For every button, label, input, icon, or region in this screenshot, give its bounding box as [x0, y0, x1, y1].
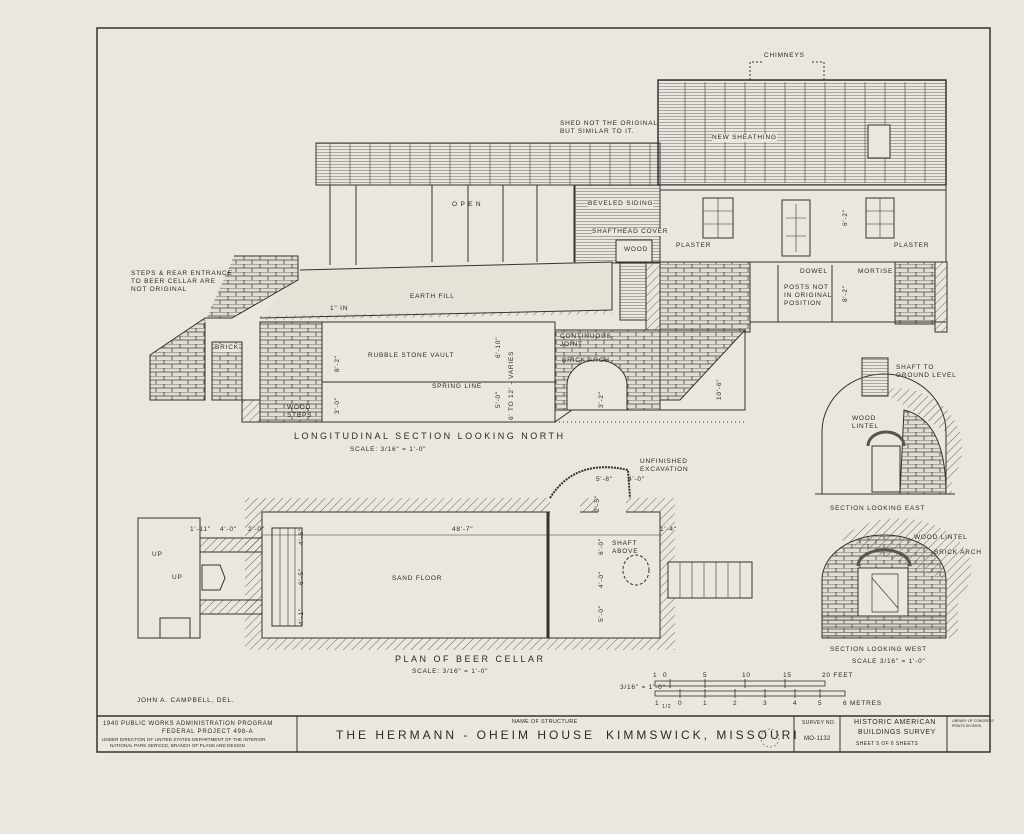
- earth-fill-label: EARTH FILL: [410, 293, 455, 300]
- chimneys-label: CHIMNEYS: [764, 52, 805, 59]
- dim-lower: 8'-2": [842, 285, 849, 302]
- feet-tick: 10: [742, 672, 751, 679]
- dim-wall: 3'-0": [334, 397, 341, 414]
- dim-shaft-r: 4'-0": [628, 476, 645, 483]
- dim-6-0: 6'-0": [598, 538, 605, 555]
- east-wood-lintel-label: WOOD LINTEL: [852, 415, 879, 430]
- west-wood-lintel-label: WOOD LINTEL: [914, 534, 968, 541]
- dim-vault: 8'-2": [334, 355, 341, 372]
- longitudinal-section: [149, 255, 747, 423]
- unfinished-excavation-label: UNFINISHED EXCAVATION: [640, 458, 689, 473]
- plaster-left-label: PLASTER: [676, 242, 712, 249]
- library-stamp: LIBRARY OF CONGRESS PRINTS DIVISION: [952, 719, 994, 728]
- west-brick-arch-label: BRICK ARCH: [934, 549, 982, 556]
- scale-bar: [654, 679, 846, 698]
- feet-tick: 1: [653, 672, 658, 679]
- dim-upper: 6'-2": [842, 209, 849, 226]
- location: KIMMSWICK, MISSOURI: [606, 728, 800, 742]
- dim-varies: 6' TO 12' - VARIES: [508, 350, 515, 420]
- sand-floor-label: SAND FLOOR: [392, 575, 443, 582]
- scale-ratio: 3/16" = 1'-0": [620, 684, 666, 691]
- feet-tick: 20 FEET: [822, 672, 854, 679]
- metre-tick: 3: [763, 700, 768, 707]
- dim-shaft-d: 2'-5": [594, 495, 601, 512]
- dim-vault2: 6'-10": [495, 336, 502, 358]
- program-line-3: UNDER DIRECTION OF UNITED STATES DEPARTM…: [102, 737, 266, 742]
- longitudinal-section-title: LONGITUDINAL SECTION LOOKING NORTH: [294, 431, 566, 441]
- survey-no: MO-1132: [804, 736, 831, 742]
- survey-no-label: SURVEY NO.: [802, 720, 836, 726]
- shed-note: SHED NOT THE ORIGINAL BUT SIMILAR TO IT.: [560, 120, 658, 135]
- metre-tick: 1/2: [662, 704, 672, 710]
- program-line-1: 1940 PUBLIC WORKS ADMINISTRATION PROGRAM: [103, 721, 273, 727]
- section-east-title: SECTION LOOKING EAST: [830, 505, 926, 512]
- metre-tick: 1: [703, 700, 708, 707]
- structure-name: THE HERMANN - OHEIM HOUSE: [336, 728, 596, 742]
- brick-label: BRICK: [215, 344, 239, 352]
- feet-tick: 5: [703, 672, 708, 679]
- dim-1-4: 1'-4": [660, 526, 677, 533]
- dim-shaft-w: 5'-8": [596, 476, 613, 483]
- delineator: JOHN A. CAMPBELL, DEL.: [137, 697, 235, 704]
- dim-arch: 3'-2": [598, 391, 605, 408]
- dim-4-1: 4'-1": [298, 608, 305, 625]
- continuous-joint-label: CONTINUOUS JOINT: [560, 333, 612, 348]
- dim-4-0b: 4'-0": [598, 571, 605, 588]
- section-west-title: SECTION LOOKING WEST: [830, 646, 927, 653]
- dim-4-6: 4'-6": [298, 528, 305, 545]
- dim-wall2: 5'-0": [495, 391, 502, 408]
- dim-2-0: 2'-0": [248, 526, 265, 533]
- dim-4-0: 4'-0": [220, 526, 237, 533]
- section-east: [815, 357, 963, 495]
- spring-line-label: SPRING LINE: [432, 383, 482, 390]
- up-label-1: UP: [152, 551, 163, 558]
- metre-tick: 2: [733, 700, 738, 707]
- section-west-scale: SCALE 3/16" = 1'-0": [852, 658, 926, 665]
- metre-tick: 1: [655, 700, 660, 707]
- sheet-border: [96, 27, 991, 753]
- plan-title: PLAN OF BEER CELLAR: [395, 654, 546, 664]
- name-of-structure-label: NAME OF STRUCTURE: [512, 719, 578, 725]
- metre-tick: 6 METRES: [843, 700, 882, 707]
- up-label-2: UP: [172, 574, 183, 581]
- rubble-stone-vault-label: RUBBLE STONE VAULT: [368, 352, 455, 359]
- plan: [137, 466, 753, 650]
- sheet-number: SHEET 5 OF 6 SHEETS: [856, 741, 919, 747]
- elevation: [315, 61, 948, 333]
- agency-line-2: BUILDINGS SURVEY: [858, 729, 936, 736]
- plan-scale: SCALE: 3/16" = 1'-0": [412, 668, 489, 675]
- beveled-siding-label: BEVELED SIDING: [588, 200, 654, 208]
- feet-tick: 0: [663, 672, 668, 679]
- posts-note: POSTS NOT IN ORIGINAL POSITION: [784, 284, 833, 307]
- dim-length: 48'-7": [452, 526, 474, 533]
- steps-note: STEPS & REAR ENTRANCE TO BEER CELLAR ARE…: [131, 270, 233, 293]
- feet-tick: 15: [783, 672, 792, 679]
- dim-slope: 10'-6": [716, 378, 723, 400]
- mortise-label: MORTISE: [858, 268, 894, 275]
- metre-tick: 4: [793, 700, 798, 707]
- program-line-4: NATIONAL PARK SERVICE, BRANCH OF PLANS A…: [110, 743, 246, 748]
- dim-6-5: 6'-5": [298, 568, 305, 585]
- section-west: [821, 518, 972, 639]
- plaster-right-label: PLASTER: [894, 242, 930, 249]
- open-label: O P E N: [452, 201, 482, 208]
- shaft-above-label: SHAFT ABOVE: [612, 540, 639, 555]
- brick-arch-label: BRICK ARCH: [562, 357, 610, 364]
- metre-tick: 0: [678, 700, 683, 707]
- fill-dim: 1" IN: [330, 305, 349, 312]
- agency-line-1: HISTORIC AMERICAN: [854, 719, 937, 726]
- shaft-to-ground-label: SHAFT TO GROUND LEVEL: [896, 364, 957, 379]
- new-sheathing-label: NEW SHEATHING: [712, 134, 777, 142]
- wood-steps-label: WOOD STEPS: [287, 404, 313, 419]
- dowel-label: DOWEL: [800, 268, 828, 275]
- metre-tick: 5: [818, 700, 823, 707]
- wood-label: WOOD: [624, 246, 649, 253]
- dim-1-11: 1'-11": [190, 526, 211, 533]
- shafthead-cover-label: SHAFTHEAD COVER: [592, 228, 669, 236]
- longitudinal-section-scale: SCALE: 3/16" = 1'-0": [350, 446, 427, 453]
- program-line-2: FEDERAL PROJECT 498-A: [162, 729, 254, 735]
- dim-5-0: 5'-0": [598, 605, 605, 622]
